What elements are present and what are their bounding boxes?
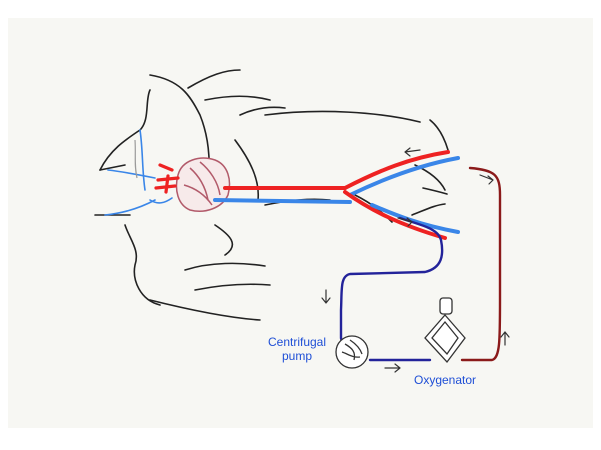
venous-drainage-cannula — [341, 218, 442, 338]
lower-body — [150, 300, 260, 320]
torso-upper — [265, 111, 420, 122]
leg-lower — [412, 204, 445, 215]
waist-curve — [195, 284, 270, 290]
knee-line — [430, 120, 448, 150]
oxygenator-label: Oxygenator — [414, 373, 476, 387]
back-line — [125, 225, 160, 305]
arrow-down — [322, 290, 330, 303]
centrifugal-pump-icon — [336, 336, 368, 368]
pump-label-line2: pump — [266, 349, 328, 363]
vena-cava-line — [215, 200, 350, 202]
oxygenator-icon — [425, 298, 465, 362]
torso-side — [235, 140, 258, 200]
arrow-top-left — [405, 148, 420, 156]
arm-upper — [205, 96, 270, 100]
femoral-artery-upper — [345, 152, 448, 188]
arrow-return-up — [501, 332, 509, 345]
arrow-top-right — [480, 175, 493, 184]
chin-line — [100, 165, 125, 170]
leg-inner — [423, 188, 447, 194]
heart-icon — [177, 158, 230, 211]
neck-line — [188, 70, 240, 88]
pump-label: Centrifugal pump — [266, 335, 328, 363]
heart-arteries — [156, 165, 178, 192]
pump-label-line1: Centrifugal — [266, 335, 328, 349]
arterial-return-line — [462, 168, 500, 360]
belly-curve — [185, 263, 265, 270]
neck-gray-line — [135, 140, 137, 178]
body-outline — [95, 70, 448, 320]
neck-veins — [105, 130, 172, 215]
torso-mid — [215, 225, 232, 255]
arrow-bottom — [385, 364, 400, 372]
